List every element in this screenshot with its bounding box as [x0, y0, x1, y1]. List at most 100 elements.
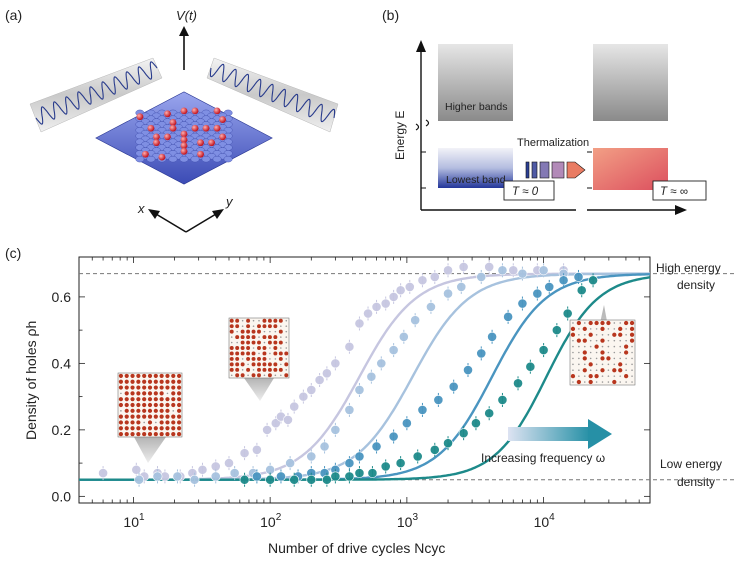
lattice-hole — [625, 357, 627, 360]
lattice-hole — [263, 374, 266, 377]
panel-b: (b) Energy E Higher bands Lowest band Th… — [382, 7, 707, 215]
lattice-atom — [267, 340, 272, 345]
lattice-hole — [607, 369, 610, 372]
data-point — [476, 272, 487, 282]
data-point — [262, 424, 272, 435]
lattice-atom — [118, 402, 124, 408]
lattice-atom — [176, 397, 182, 402]
lattice-atom — [251, 329, 256, 334]
low-energy-label: Low energy — [660, 457, 722, 471]
lattice-atom — [147, 431, 153, 437]
lattice-hole — [247, 363, 249, 366]
lattice-hole — [625, 328, 627, 330]
lattice-hole — [578, 328, 580, 330]
lattice-atom — [147, 373, 153, 379]
lattice-hole — [285, 330, 288, 333]
lattice-atom — [262, 346, 267, 350]
lattice-atom — [142, 397, 147, 402]
optical-lattice — [95, 91, 273, 185]
lattice-hole — [285, 369, 288, 371]
lattice-atom — [229, 362, 234, 367]
lattice-hole — [241, 319, 244, 322]
data-point — [354, 451, 365, 462]
lattice-hole — [258, 336, 260, 338]
lattice-atom — [124, 397, 129, 402]
lattice-atom — [142, 426, 147, 431]
lattice-atom — [165, 379, 170, 384]
data-point — [298, 391, 309, 402]
lattice-atom — [118, 385, 124, 390]
axis-break — [415, 119, 430, 131]
lattice-atom — [267, 324, 272, 329]
lattice-hole — [631, 363, 633, 366]
lattice-atom — [235, 367, 240, 372]
lattice-hole — [285, 347, 288, 349]
lattice-hole — [578, 351, 580, 354]
data-point — [285, 458, 296, 469]
lattice-atom — [176, 408, 182, 413]
lattice-atom — [124, 379, 129, 384]
panel-a-label: (a) — [5, 7, 22, 23]
data-point — [189, 474, 200, 485]
lattice-atom — [159, 391, 164, 396]
laser-beam-left — [29, 57, 163, 133]
lattice-hole — [583, 333, 586, 336]
lattice-atom — [262, 362, 267, 367]
lattice-atom — [159, 414, 164, 419]
lattice-atom — [235, 351, 240, 356]
lattice-atom — [278, 367, 283, 372]
lattice-atom — [153, 373, 158, 379]
lattice-atom — [235, 362, 240, 367]
t-initial-box — [503, 180, 555, 201]
data-point — [508, 265, 519, 276]
lattice-atom — [171, 385, 176, 390]
lattice-hole — [572, 351, 574, 354]
lattice-atom — [262, 367, 267, 372]
lattice-atom — [251, 335, 256, 340]
lattice-atom — [171, 426, 176, 431]
lattice-atom — [570, 374, 576, 379]
lattice-atom — [582, 350, 587, 355]
lattice-snapshots — [117, 305, 636, 463]
lattice-atom — [235, 373, 240, 378]
lattice-atom — [153, 402, 158, 408]
lattice-atom — [176, 426, 182, 431]
lattice-atom — [124, 414, 129, 419]
standing-wave-right — [209, 63, 336, 123]
lattice-atom — [267, 362, 272, 367]
lattice-hole — [601, 345, 604, 348]
data-point — [417, 275, 428, 286]
lattice-atom — [159, 408, 164, 413]
panel-a: (a) V(t) x y — [5, 7, 339, 233]
lattice-hole — [280, 363, 282, 366]
lattice-atom — [171, 397, 176, 402]
data-point — [538, 265, 549, 276]
lattice-hole — [607, 339, 610, 342]
lattice-atom — [618, 326, 623, 331]
data-point — [354, 468, 365, 478]
data-point — [330, 471, 341, 482]
lattice-atom — [147, 426, 153, 431]
lattice-atom — [273, 318, 278, 323]
lattice-atom — [257, 373, 261, 378]
lattice-atom — [153, 385, 158, 390]
lattice-atom — [267, 318, 272, 323]
higher-bands-right — [593, 44, 668, 121]
lattice-atom — [251, 373, 256, 378]
lattice-atom — [165, 385, 170, 390]
potential-arrowhead — [179, 26, 189, 36]
lattice-hole — [595, 381, 598, 383]
lattice-atom — [246, 340, 251, 345]
lattice-atom — [576, 338, 581, 343]
lattice-atom — [246, 346, 251, 350]
lattice-atom — [576, 320, 581, 326]
data-point — [443, 265, 453, 276]
lattice-atom — [262, 318, 267, 323]
panel-b-label: (b) — [382, 7, 399, 23]
lattice-atom — [159, 379, 164, 384]
lattice-atom — [600, 320, 605, 326]
data-point — [487, 331, 497, 342]
data-point — [404, 282, 415, 292]
lattice-hole — [601, 381, 604, 383]
